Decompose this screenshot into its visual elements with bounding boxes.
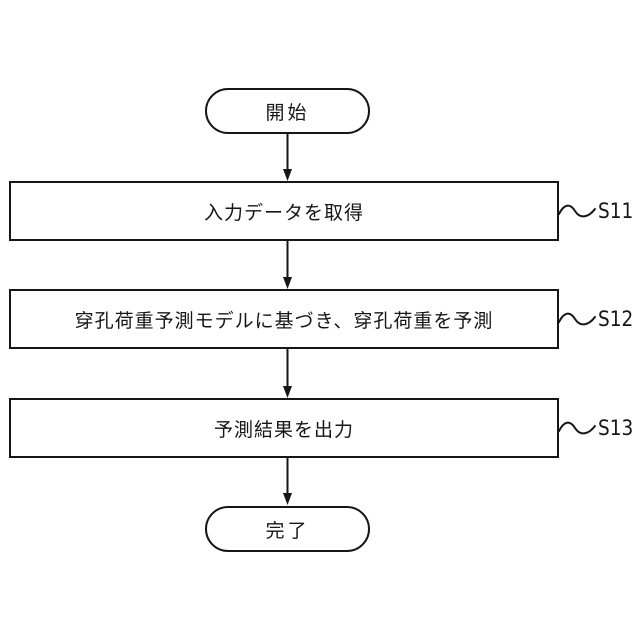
end-node-label: 完了 — [265, 519, 310, 542]
step-reference-s12: S12 — [598, 307, 634, 331]
process-node-s12: 穿孔荷重予測モデルに基づき、穿孔荷重を予測 — [9, 289, 559, 349]
squiggle-connector-s13 — [558, 421, 596, 435]
step-reference-s13: S13 — [598, 416, 634, 440]
flow-arrow-s13-to-end — [283, 458, 292, 505]
start-node: 開始 — [205, 88, 370, 134]
flow-arrow-start-to-s11 — [283, 134, 292, 181]
end-node: 完了 — [205, 506, 370, 552]
squiggle-connector-s11 — [558, 204, 596, 218]
process-node-s11-label: 入力データを取得 — [203, 201, 364, 224]
step-reference-s11: S11 — [598, 199, 634, 223]
squiggle-connector-s12 — [558, 312, 596, 326]
flow-arrow-s11-to-s12 — [283, 241, 292, 289]
process-node-s13-label: 予測結果を出力 — [213, 418, 354, 441]
process-node-s13: 予測結果を出力 — [9, 398, 559, 458]
start-node-label: 開始 — [265, 101, 310, 124]
flow-arrow-s12-to-s13 — [283, 349, 292, 398]
process-node-s12-label: 穿孔荷重予測モデルに基づき、穿孔荷重を予測 — [74, 309, 494, 332]
process-node-s11: 入力データを取得 — [9, 181, 559, 241]
